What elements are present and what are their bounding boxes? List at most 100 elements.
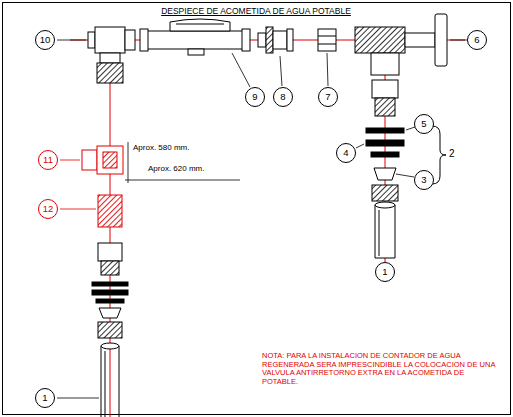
- union-flange: [266, 27, 273, 53]
- union-part: [258, 33, 266, 47]
- callout-circle: 8: [273, 87, 293, 107]
- sheet-frame: [3, 3, 511, 415]
- dimension-text: Aprox. 620 mm.: [148, 164, 204, 173]
- gasket-ring: [366, 140, 404, 146]
- hex-nut: [98, 243, 122, 261]
- callout-circle: 1: [35, 388, 55, 408]
- sheet-title: DESPIECE DE ACOMETIDA DE AGUA POTABLE: [161, 6, 351, 16]
- water-meter: [140, 19, 250, 55]
- cone-ring: [99, 308, 121, 318]
- right-connection: [366, 80, 404, 258]
- hex-nut: [98, 322, 122, 338]
- leader-line: [57, 398, 99, 399]
- callout-number: 5: [421, 119, 426, 129]
- valve-stem: [405, 33, 435, 47]
- tee-outlet: [100, 53, 120, 63]
- callout-number: 7: [325, 92, 330, 102]
- hex-nut: [372, 80, 398, 98]
- callout-number: 6: [474, 35, 479, 45]
- tee-socket: [125, 30, 135, 50]
- valve-body: [97, 146, 123, 174]
- callout-circle: 10: [35, 30, 55, 50]
- gasket-ring: [92, 290, 128, 295]
- leader-line: [356, 144, 364, 148]
- callout-circle: 7: [318, 87, 338, 107]
- meter-register: [170, 19, 230, 31]
- dimension-line: [128, 142, 129, 183]
- callout-number: 9: [252, 92, 257, 102]
- dimension-text: Aprox. 580 mm.: [133, 143, 189, 152]
- callout-circle: 4: [336, 143, 356, 163]
- nut-edge: [318, 36, 336, 37]
- union-part: [287, 29, 293, 51]
- leader-line: [396, 174, 414, 177]
- dimension-lines: [125, 142, 240, 183]
- group-bracket: [432, 126, 446, 184]
- leader-lines-red: [60, 160, 96, 209]
- left-connection: [92, 243, 128, 417]
- valve-handle: [435, 14, 447, 66]
- leader-lines: [57, 40, 467, 398]
- callout-circle: 9: [245, 87, 265, 107]
- check-valve: [82, 146, 123, 174]
- gasket-ring: [96, 299, 124, 303]
- elbow-outlet: [371, 53, 399, 75]
- meter-end: [242, 29, 250, 51]
- hex-nut: [97, 63, 123, 83]
- callout-number: 12: [43, 204, 54, 214]
- leader-line: [60, 209, 96, 210]
- valve-core: [103, 152, 117, 168]
- callout-number: 1: [42, 393, 47, 403]
- nut: [318, 29, 336, 51]
- cone-ring: [374, 168, 396, 180]
- axis-line: [110, 40, 111, 417]
- leader-line: [232, 53, 250, 87]
- leader-line: [60, 160, 80, 161]
- callout-number: 11: [43, 155, 53, 165]
- meter-body: [145, 31, 245, 49]
- union-fitting: [258, 27, 293, 53]
- dimension-line: [125, 180, 240, 181]
- thread-stub: [375, 98, 395, 116]
- callout-circle: 12: [38, 199, 58, 219]
- pipe-shade: [379, 210, 380, 256]
- hex-nut: [372, 185, 398, 201]
- union-red: [98, 195, 122, 227]
- meter-lid-line: [176, 24, 224, 25]
- callout-circle: 3: [414, 170, 434, 190]
- leader-line: [280, 56, 282, 86]
- red-note: NOTA: PARA LA INSTALACION DE CONTADOR DE…: [262, 352, 500, 387]
- callout-circle: 11: [38, 150, 58, 170]
- pipe: [375, 205, 395, 258]
- leader-line: [327, 53, 328, 86]
- group-number: 2: [449, 148, 455, 160]
- nut-edge: [318, 44, 336, 45]
- tee-cap: [88, 32, 95, 48]
- thread-stub: [101, 261, 119, 275]
- gasket-ring: [371, 152, 399, 157]
- callout-circle: 6: [467, 30, 487, 50]
- valve-cap: [82, 150, 97, 170]
- callout-circle: 5: [414, 114, 434, 134]
- pipe-end: [101, 343, 119, 349]
- callout-number: 10: [40, 35, 51, 45]
- pipe: [101, 346, 119, 417]
- leader-line: [57, 40, 86, 41]
- union-part: [273, 31, 287, 49]
- callout-circle: 1: [375, 262, 395, 282]
- meter-foot: [188, 49, 204, 55]
- gasket-ring: [366, 128, 404, 133]
- nut-body: [318, 29, 336, 51]
- meter-end: [140, 29, 148, 51]
- tee-fitting: [88, 27, 135, 83]
- pipe-end: [375, 202, 395, 208]
- callout-number: 8: [280, 92, 285, 102]
- elbow-valve: [355, 14, 447, 75]
- elbow-body: [355, 27, 405, 53]
- callout-number: 3: [421, 175, 426, 185]
- pipe-shade: [105, 351, 106, 417]
- leader-line: [450, 40, 467, 41]
- callout-number: 1: [382, 267, 387, 277]
- tee-body: [95, 27, 125, 53]
